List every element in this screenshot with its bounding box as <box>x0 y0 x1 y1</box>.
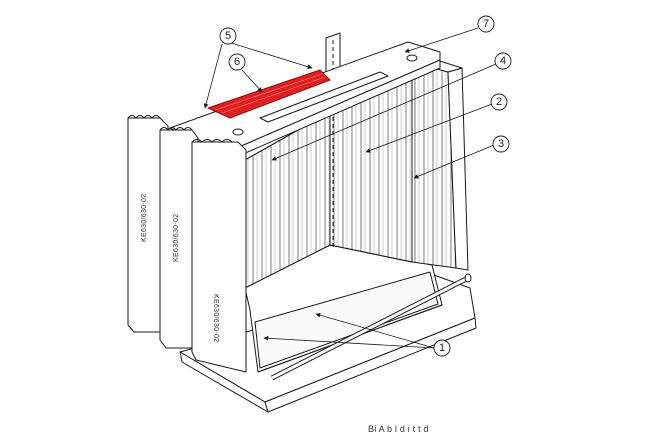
heating-element <box>207 69 331 119</box>
panel-marking-1: KE630/630-02 <box>141 194 148 242</box>
svg-text:2: 2 <box>496 96 502 108</box>
right-side-wall <box>411 57 469 271</box>
callout-2: 2 <box>490 93 508 111</box>
front-rail <box>270 273 472 381</box>
leader-3 <box>413 144 495 179</box>
svg-text:7: 7 <box>483 18 489 30</box>
leader-2 <box>365 103 493 153</box>
callout-4: 4 <box>494 52 512 70</box>
figure-caption: Bi A b l d i t t d <box>368 424 429 434</box>
leader-5b <box>203 43 223 109</box>
callout-5: 5 <box>219 27 237 45</box>
callout-7: 7 <box>477 15 495 33</box>
svg-text:4: 4 <box>500 55 506 67</box>
svg-text:5: 5 <box>225 30 231 42</box>
svg-text:1: 1 <box>439 342 445 354</box>
callout-6: 6 <box>228 53 246 71</box>
leader-4 <box>271 63 497 161</box>
panel-marking-3: KE630/630-02 <box>212 294 219 342</box>
svg-text:6: 6 <box>234 56 240 68</box>
leader-6 <box>241 69 263 93</box>
panel-marking-2: KE630/630-02 <box>173 214 180 262</box>
svg-text:3: 3 <box>498 138 504 150</box>
leader-5a <box>227 41 313 70</box>
top-lid <box>169 41 441 159</box>
front-panel-3 <box>191 139 247 373</box>
leader-1b <box>263 335 435 349</box>
leader-7 <box>404 27 479 53</box>
leader-1a <box>315 312 435 349</box>
callout-3: 3 <box>492 135 510 153</box>
callout-1: 1 <box>433 339 451 357</box>
